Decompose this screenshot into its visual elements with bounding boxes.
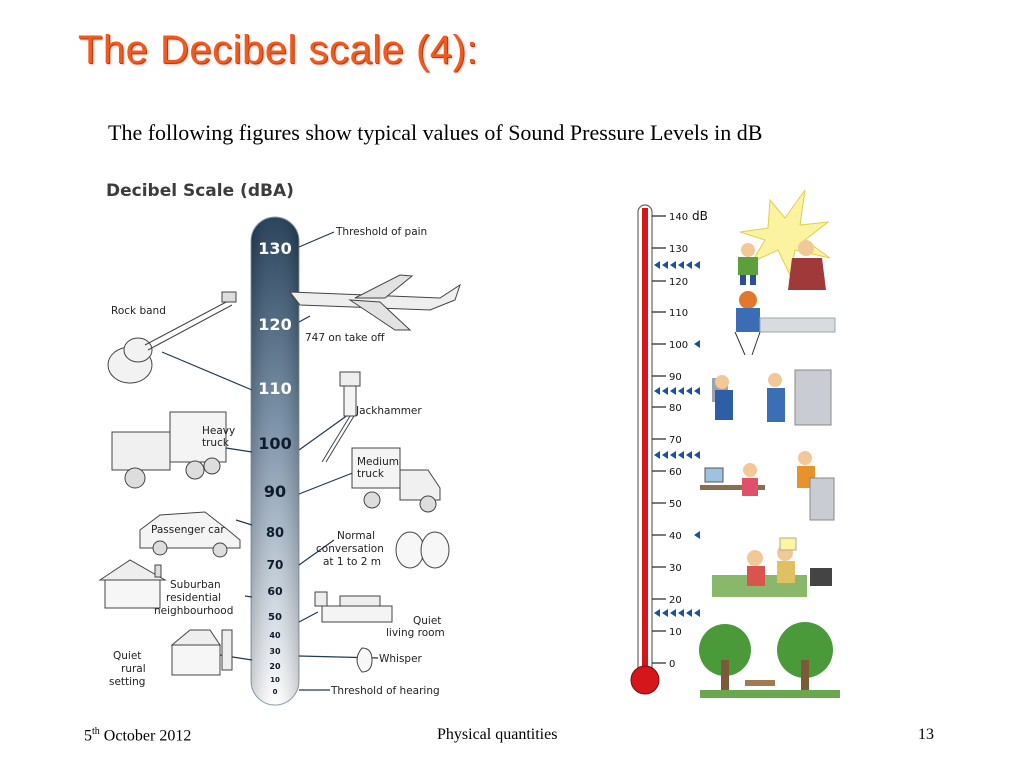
footer-date-suffix: th	[92, 726, 100, 737]
rtick-110: 110	[669, 308, 688, 319]
tick-130: 130	[258, 239, 291, 258]
tick-0: 0	[273, 688, 278, 696]
tick-80: 80	[266, 526, 284, 541]
rtick-130: 130	[669, 244, 688, 255]
rtick-100: 100	[669, 340, 688, 351]
rtick-10: 10	[669, 627, 682, 638]
label-747-take-off: 747 on take off	[305, 332, 385, 344]
label-whisper: Whisper	[379, 653, 423, 665]
rtick-0: 0	[669, 659, 675, 670]
thermometer-bulb	[630, 665, 660, 695]
rtick-40: 40	[669, 531, 682, 542]
slide-subtitle: The following figures show typical value…	[108, 120, 763, 145]
tick-90: 90	[264, 482, 286, 501]
scale-heading: Decibel Scale (dBA)	[106, 181, 294, 201]
label-jackhammer: Jackhammer	[355, 405, 422, 417]
rtick-20: 20	[669, 595, 682, 606]
tick-10: 10	[270, 676, 280, 684]
rtick-140: 140	[669, 212, 688, 223]
label-rock-band: Rock band	[111, 305, 166, 317]
thermometer-fill	[642, 208, 648, 676]
guitar-icon	[107, 291, 237, 384]
label-quiet-rural-3: setting	[109, 676, 145, 688]
tick-30: 30	[269, 647, 281, 656]
label-threshold-of-hearing: Threshold of hearing	[330, 685, 440, 697]
label-normal-conv-1: Normal	[337, 530, 375, 542]
rtick-50: 50	[669, 499, 682, 510]
arrow-markers	[654, 261, 700, 617]
label-passenger-car: Passenger car	[151, 524, 225, 536]
factory-workers-icon	[712, 369, 832, 426]
tick-100: 100	[258, 434, 291, 453]
label-normal-conv-2: conversation	[316, 543, 384, 555]
house-icon	[98, 559, 167, 609]
medium-truck-icon	[351, 447, 441, 513]
heavy-truck-icon	[111, 411, 227, 489]
label-normal-conv-3: at 1 to 2 m	[323, 556, 381, 568]
footer-date: 5th October 2012	[84, 726, 191, 745]
rtick-80: 80	[669, 403, 682, 414]
rtick-60: 60	[669, 467, 682, 478]
rtick-30: 30	[669, 563, 682, 574]
trees-scene-icon	[699, 622, 840, 698]
tick-70: 70	[267, 558, 284, 572]
label-quiet-rural-2: rural	[121, 663, 146, 675]
label-heavy-truck-1: Heavy	[202, 425, 235, 437]
ear-icon	[356, 647, 373, 673]
rtick-70: 70	[669, 435, 682, 446]
scene-illustrations	[699, 189, 840, 698]
couple-on-sofa-icon	[712, 537, 832, 597]
label-quiet-living-2: living room	[386, 627, 445, 639]
tick-110: 110	[258, 379, 291, 398]
footer-title: Physical quantities	[437, 726, 558, 743]
footer-date-day: 5	[84, 727, 92, 745]
thermometer-figure: 140 dB 130 120 110 100 90 80 70 60 50 40…	[630, 189, 840, 698]
label-suburban-1: Suburban	[170, 579, 221, 591]
illustrations	[98, 274, 461, 676]
rtick-90: 90	[669, 372, 682, 383]
footer-page-number: 13	[918, 726, 934, 743]
thermometer-tick-labels: 140 dB 130 120 110 100 90 80 70 60 50 40…	[669, 209, 708, 670]
airplane-icon	[288, 274, 461, 331]
office-scene-icon	[700, 451, 835, 521]
tick-120: 120	[258, 315, 291, 334]
jackhammer-icon	[321, 371, 361, 463]
construction-worker-icon	[734, 291, 836, 356]
tick-40: 40	[269, 631, 281, 640]
tick-50: 50	[268, 612, 282, 623]
unit-db: dB	[692, 209, 708, 223]
thermometer-ticks	[652, 215, 666, 664]
label-quiet-rural-1: Quiet	[113, 650, 141, 662]
label-medium-truck-1: Medium	[357, 456, 399, 468]
slide-title: The Decibel scale (4):	[78, 28, 479, 72]
label-quiet-living-1: Quiet	[413, 615, 441, 627]
explosion-scene-icon	[738, 189, 831, 290]
conversation-faces-icon	[395, 531, 450, 569]
label-suburban-3: neighbourhood	[154, 605, 233, 617]
tick-20: 20	[269, 662, 281, 671]
label-medium-truck-2: truck	[357, 468, 385, 480]
tick-60: 60	[267, 585, 283, 598]
label-heavy-truck-2: truck	[202, 437, 230, 449]
label-suburban-2: residential	[166, 592, 221, 604]
scale-labels: Threshold of pain Rock band 747 on take …	[109, 226, 445, 697]
car-icon	[139, 511, 241, 558]
barn-icon	[170, 629, 233, 676]
footer-date-rest: October 2012	[99, 727, 192, 745]
label-threshold-of-pain: Threshold of pain	[335, 226, 427, 238]
tube-tick-labels: 130 120 110 100 90 80 70 60 50 40 30 20 …	[258, 239, 291, 696]
rtick-120: 120	[669, 277, 688, 288]
living-room-icon	[314, 591, 393, 623]
